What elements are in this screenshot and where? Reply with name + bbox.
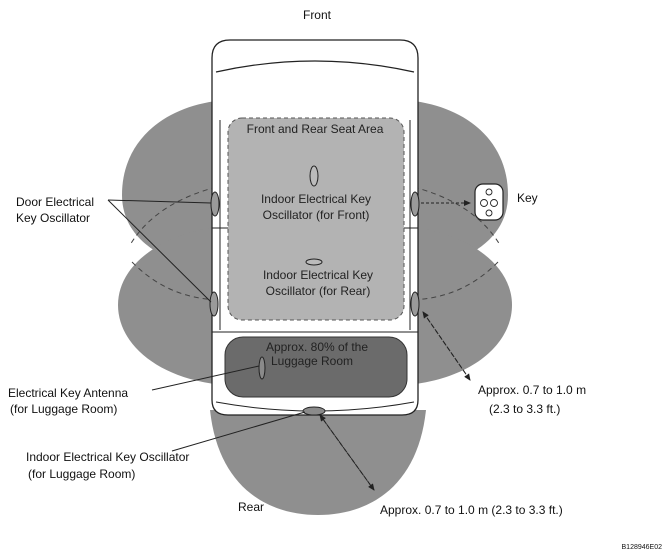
label-door-osc-2: Key Oscillator — [16, 211, 90, 225]
leader-antenna — [151, 365, 260, 391]
door-oscillator-rear-left — [209, 291, 219, 317]
oscillators — [209, 165, 420, 416]
label-door-osc-1: Door Electrical — [16, 195, 94, 209]
key-fob-icon — [474, 183, 504, 221]
labels: Front Front and Rear Seat Area Door Elec… — [8, 8, 662, 551]
door-oscillator-front-right — [410, 191, 420, 217]
indoor-oscillator-front — [309, 165, 319, 187]
luggage-area — [224, 336, 408, 398]
door-oscillator-rear-right — [410, 291, 420, 317]
label-seat-area: Front and Rear Seat Area — [247, 122, 384, 136]
range-right-front — [405, 100, 508, 270]
label-luggage-area-1: Approx. 80% of the — [266, 340, 368, 354]
label-antenna-2: (for Luggage Room) — [10, 402, 117, 416]
rear-range-arrow-tail — [319, 414, 375, 491]
label-key: Key — [517, 191, 538, 205]
leader-door-osc-rear — [107, 199, 212, 303]
range-right-rear — [405, 226, 512, 385]
luggage-antenna — [258, 356, 266, 380]
label-rear-range: Approx. 0.7 to 1.0 m (2.3 to 3.3 ft.) — [380, 503, 563, 517]
door-oscillator-front-left — [210, 191, 220, 217]
leader-indoor-luggage — [171, 411, 306, 452]
range-left-rear — [118, 226, 225, 385]
windshield-line — [215, 60, 415, 73]
label-front: Front — [303, 8, 332, 22]
label-luggage-area-2: Luggage Room — [271, 354, 353, 368]
label-indoor-front-2: Oscillator (for Front) — [263, 208, 370, 222]
label-side-range-1: Approx. 0.7 to 1.0 m — [478, 383, 586, 397]
label-indoor-luggage-1: Indoor Electrical Key Oscillator — [26, 450, 189, 464]
label-indoor-luggage-2: (for Luggage Room) — [28, 467, 135, 481]
label-indoor-rear-1: Indoor Electrical Key — [263, 268, 373, 282]
label-rear: Rear — [238, 500, 264, 514]
figure-code: B128946E02 — [622, 544, 663, 551]
label-side-range-2: (2.3 to 3.3 ft.) — [489, 402, 560, 416]
indoor-oscillator-luggage — [302, 406, 326, 416]
label-antenna-1: Electrical Key Antenna — [8, 386, 128, 400]
label-indoor-front-1: Indoor Electrical Key — [261, 192, 371, 206]
seat-area — [227, 117, 405, 321]
range-left-front — [122, 100, 225, 270]
leader-door-osc-front — [107, 199, 212, 204]
indoor-oscillator-rear — [305, 258, 323, 266]
leader-lines — [107, 199, 471, 491]
label-indoor-rear-2: Oscillator (for Rear) — [266, 284, 371, 298]
detection-ranges — [118, 100, 512, 515]
